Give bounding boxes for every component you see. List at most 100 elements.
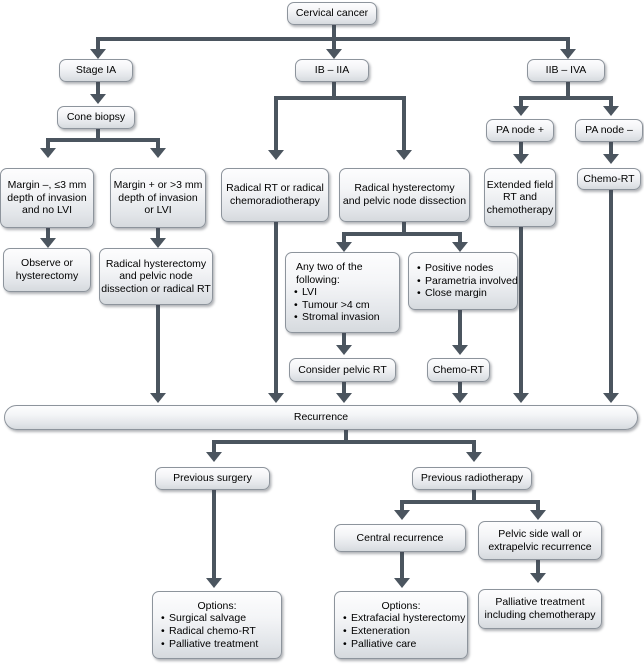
node-margin-negative[interactable]: Margin –, ≤3 mm depth of invasion and no…: [0, 168, 94, 228]
connector-iibiva-right: [609, 96, 613, 108]
arrow-to-any-two: [336, 242, 352, 252]
arrow-chemortright-to-recurrence: [603, 393, 619, 403]
connector-cone-right: [156, 138, 160, 150]
node-list-item: Palliative treatment: [159, 638, 275, 651]
arrow-to-margin-neg: [40, 148, 56, 158]
node-label: Central recurrence: [356, 531, 444, 544]
arrow-to-chemo-rt-mid: [452, 345, 468, 355]
arrow-chemortmid-to-recurrence: [452, 393, 468, 403]
connector-iibiva-down: [566, 82, 570, 98]
node-label: Consider pelvic RT: [298, 363, 387, 376]
arrow-to-options-central: [394, 578, 410, 588]
node-label: Cone biopsy: [66, 111, 126, 124]
node-radical-hysterectomy-pelvic-node-dissection[interactable]: Radical hysterectomy and pelvic node dis…: [339, 168, 470, 222]
connector-chemortright-recurrence: [609, 190, 613, 395]
arrow-to-previous-radiotherapy: [466, 452, 482, 462]
node-central-recurrence[interactable]: Central recurrence: [334, 524, 466, 552]
node-line-1: Palliative treatment: [495, 596, 585, 609]
arrow-to-palliative: [530, 573, 546, 583]
node-any-two-criteria[interactable]: Any two of the following: LVI Tumour >4 …: [285, 252, 400, 333]
node-chemo-rt-mid[interactable]: Chemo-RT: [427, 358, 490, 382]
arrow-to-stage-ia: [90, 49, 106, 59]
connector-marginneg-observe: [46, 228, 50, 240]
node-cervical-cancer[interactable]: Cervical cancer: [287, 2, 377, 25]
connector-bus-mid-drop: [332, 37, 336, 51]
node-consider-pelvic-rt[interactable]: Consider pelvic RT: [289, 358, 396, 382]
node-line-1: Margin –, ≤3 mm: [7, 179, 87, 192]
node-list-item: Tumour >4 cm: [292, 299, 370, 312]
connector-iibiva-left: [519, 96, 523, 108]
node-line-1: Radical hysterectomy: [105, 257, 207, 270]
arrow-to-ib-iia: [326, 49, 342, 59]
node-line-2: depth of invasion: [118, 191, 198, 204]
node-line-1: Margin + or >3 mm: [113, 179, 203, 192]
node-label: Previous radiotherapy: [420, 472, 524, 485]
node-radical-hysterectomy-or-radical-rt[interactable]: Radical hysterectomy and pelvic node dis…: [99, 248, 213, 305]
connector-recurrence-down: [344, 430, 348, 442]
node-ib-iia[interactable]: IB – IIA: [295, 59, 369, 82]
node-header-2: following:: [296, 273, 340, 286]
arrow-extended-to-recurrence: [513, 393, 529, 403]
node-extended-field-rt-chemotherapy[interactable]: Extended field RT and chemotherapy: [484, 168, 556, 227]
connector-recurrence-right: [472, 440, 476, 454]
node-line-1: Extended field: [486, 178, 554, 191]
node-positive-nodes-criteria[interactable]: Positive nodes Parametria involved Close…: [408, 252, 518, 310]
connector-root-down: [332, 25, 336, 39]
node-previous-surgery[interactable]: Previous surgery: [155, 467, 270, 490]
node-label: Recurrence: [293, 411, 349, 424]
node-line-2: and pelvic node dissection: [342, 195, 467, 207]
node-line-3: dissection or radical RT: [101, 282, 211, 295]
node-recurrence[interactable]: Recurrence: [4, 405, 638, 430]
node-list-item: Stromal invasion: [292, 311, 380, 324]
node-chemo-rt-right[interactable]: Chemo-RT: [577, 168, 641, 190]
node-pa-node-positive[interactable]: PA node +: [486, 119, 554, 142]
node-line-2: depth of invasion: [7, 191, 87, 204]
node-radical-rt-chemoradiotherapy[interactable]: Radical RT or radical chemoradiotherapy: [221, 168, 329, 222]
connector-prevrt-bus: [400, 500, 540, 504]
node-options-previous-surgery[interactable]: Options: Surgical salvage Radical chemo-…: [152, 591, 282, 659]
connector-central-options: [400, 552, 404, 580]
node-header: Options:: [381, 599, 421, 612]
node-margin-positive[interactable]: Margin + or >3 mm depth of invasion or L…: [110, 168, 206, 228]
arrow-to-pelvic-side-wall: [530, 510, 546, 520]
connector-panodepos-extended: [519, 142, 523, 156]
connector-iibiva-bus: [519, 96, 613, 100]
node-list-item: Parametria involved: [415, 275, 518, 288]
connector-radicalrt-recurrence: [156, 305, 160, 395]
arrow-radicalrtbox-to-recurrence: [268, 393, 284, 403]
arrow-to-pa-node-pos: [513, 106, 529, 116]
node-list-item: Close margin: [415, 287, 487, 300]
arrow-to-radical-rt: [268, 150, 284, 160]
node-line-2: and pelvic node: [119, 270, 193, 283]
node-list-item: Radical chemo-RT: [159, 625, 275, 638]
connector-cone-bus: [46, 138, 160, 142]
node-line-3: and no LVI: [21, 204, 72, 217]
connector-hystpelvic-right: [458, 232, 462, 244]
connector-bus-left-drop: [96, 37, 100, 51]
connector-ibiia-left: [274, 96, 278, 152]
node-iib-iva[interactable]: IIB – IVA: [527, 59, 605, 82]
arrow-to-pa-node-neg: [603, 106, 619, 116]
arrow-to-extended-field: [513, 154, 529, 164]
node-pa-node-negative[interactable]: PA node –: [575, 119, 643, 142]
arrow-radicalrt-to-recurrence: [150, 393, 166, 403]
connector-prevsurgery-options: [212, 490, 216, 580]
node-label: IIB – IVA: [545, 64, 587, 77]
node-cone-biopsy[interactable]: Cone biopsy: [57, 106, 135, 129]
connector-prevrt-down: [472, 490, 476, 502]
node-pelvic-side-wall-recurrence[interactable]: Pelvic side wall or extrapelvic recurren…: [478, 521, 602, 560]
connector-ibiia-bus: [274, 96, 406, 100]
node-list-item: Extrafacial hysterectomy: [341, 612, 465, 625]
node-options-central-recurrence[interactable]: Options: Extrafacial hysterectomy Extene…: [334, 591, 468, 659]
node-observe-or-hysterectomy[interactable]: Observe or hysterectomy: [3, 248, 91, 292]
node-stage-ia[interactable]: Stage IA: [59, 59, 133, 82]
connector-prevrt-right: [536, 500, 540, 512]
node-label: PA node –: [585, 124, 633, 137]
node-previous-radiotherapy[interactable]: Previous radiotherapy: [412, 467, 532, 490]
node-line-2: chemoradiotherapy: [230, 195, 320, 207]
node-line-3: or LVI: [144, 204, 172, 217]
node-list-item: Surgical salvage: [159, 612, 275, 625]
node-palliative-treatment[interactable]: Palliative treatment including chemother…: [478, 589, 602, 629]
connector-recurrence-bus: [212, 440, 476, 444]
